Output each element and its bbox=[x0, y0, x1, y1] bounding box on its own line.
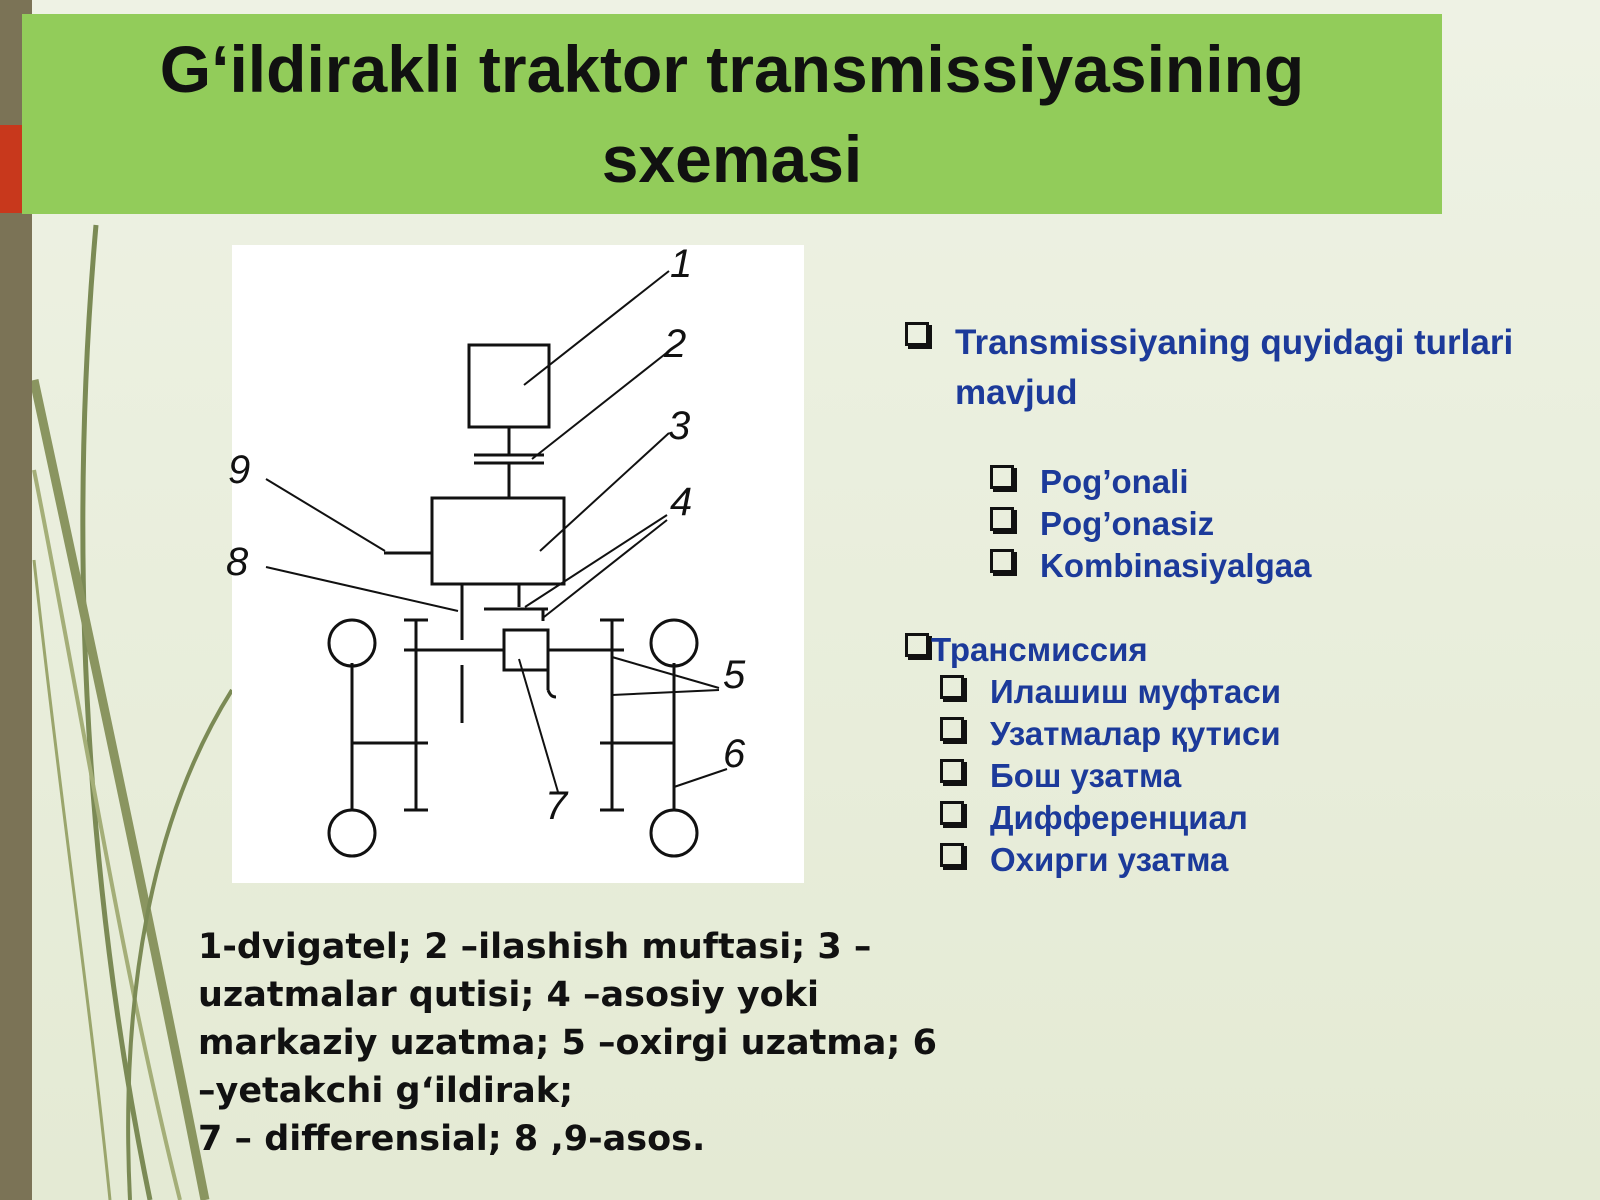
diagram-label-4: 4 bbox=[670, 480, 692, 524]
gearbox-box bbox=[430, 496, 566, 586]
transmission-diagram: 1 2 3 4 5 6 7 8 9 bbox=[226, 242, 804, 883]
diagram-label-8: 8 bbox=[226, 540, 249, 584]
components-item: Узатмалар қутиси bbox=[940, 713, 1281, 755]
types-item-label: Pog’onali bbox=[1040, 463, 1189, 500]
wheel-top-left bbox=[327, 618, 377, 668]
components-item: Илашиш муфтаси bbox=[940, 671, 1281, 713]
components-item-label: Дифференциал bbox=[990, 799, 1248, 836]
diagram-label-9: 9 bbox=[228, 448, 250, 492]
differential-box bbox=[502, 628, 550, 672]
components-item-label: Охирги узатма bbox=[990, 841, 1229, 878]
slide-title: G‘ildirakli traktor transmissiyasining s… bbox=[159, 32, 1305, 196]
wheel-bottom-right bbox=[649, 808, 699, 858]
wheel-top-right bbox=[649, 618, 699, 668]
diagram-label-2: 2 bbox=[663, 322, 686, 366]
types-item: Kombinasiyalgaa bbox=[990, 545, 1311, 587]
checkbox-bullet-icon bbox=[940, 675, 964, 699]
checkbox-bullet-icon bbox=[905, 322, 929, 346]
components-heading-item: Трансмиссия bbox=[905, 629, 1148, 671]
types-heading: Transmissiyaning quyidagi turlari mavjud bbox=[955, 323, 1514, 412]
checkbox-bullet-icon bbox=[990, 465, 1014, 489]
decorative-swoosh bbox=[29, 224, 234, 1200]
caption-line: –yetakchi g‘ildirak; bbox=[198, 1071, 574, 1111]
types-heading-item: Transmissiyaning quyidagi turlari mavjud bbox=[905, 318, 1515, 418]
checkbox-bullet-icon bbox=[940, 717, 964, 741]
checkbox-bullet-icon bbox=[905, 633, 929, 657]
components-item: Бош узатма bbox=[940, 755, 1181, 797]
types-item: Pog’onasiz bbox=[990, 503, 1214, 545]
diagram-label-1: 1 bbox=[670, 242, 692, 286]
components-heading: Трансмиссия bbox=[931, 631, 1148, 668]
caption-line: uzatmalar qutisi; 4 –asosiy yoki bbox=[198, 975, 819, 1015]
components-item-label: Илашиш муфтаси bbox=[990, 673, 1281, 710]
caption-line: markaziy uzatma; 5 –oxirgi uzatma; 6 bbox=[198, 1023, 937, 1063]
types-item: Pog’onali bbox=[990, 461, 1189, 503]
diagram-label-6: 6 bbox=[723, 732, 746, 776]
components-item-label: Бош узатма bbox=[990, 757, 1182, 794]
components-item: Охирги узатма bbox=[940, 839, 1228, 881]
wheel-bottom-left bbox=[327, 808, 377, 858]
components-item: Дифференциал bbox=[940, 797, 1248, 839]
caption-line: 7 – differensial; 8 ,9-asos. bbox=[198, 1119, 706, 1159]
components-item-label: Узатмалар қутиси bbox=[990, 715, 1281, 752]
types-item-label: Kombinasiyalgaa bbox=[1040, 547, 1312, 584]
checkbox-bullet-icon bbox=[990, 507, 1014, 531]
caption-line: 1-dvigatel; 2 –ilashish muftasi; 3 – bbox=[198, 927, 872, 967]
checkbox-bullet-icon bbox=[940, 843, 964, 867]
types-item-label: Pog’onasiz bbox=[1040, 505, 1215, 542]
diagram-label-7: 7 bbox=[545, 784, 569, 828]
diagram-label-3: 3 bbox=[668, 404, 690, 448]
diagram-caption: 1-dvigatel; 2 –ilashish muftasi; 3 – uza… bbox=[198, 923, 958, 1163]
diagram-label-5: 5 bbox=[723, 653, 746, 697]
left-accent bbox=[0, 125, 22, 213]
checkbox-bullet-icon bbox=[990, 549, 1014, 573]
checkbox-bullet-icon bbox=[940, 759, 964, 783]
checkbox-bullet-icon bbox=[940, 801, 964, 825]
title-banner: G‘ildirakli traktor transmissiyasining s… bbox=[22, 14, 1442, 214]
engine-box bbox=[467, 343, 551, 429]
